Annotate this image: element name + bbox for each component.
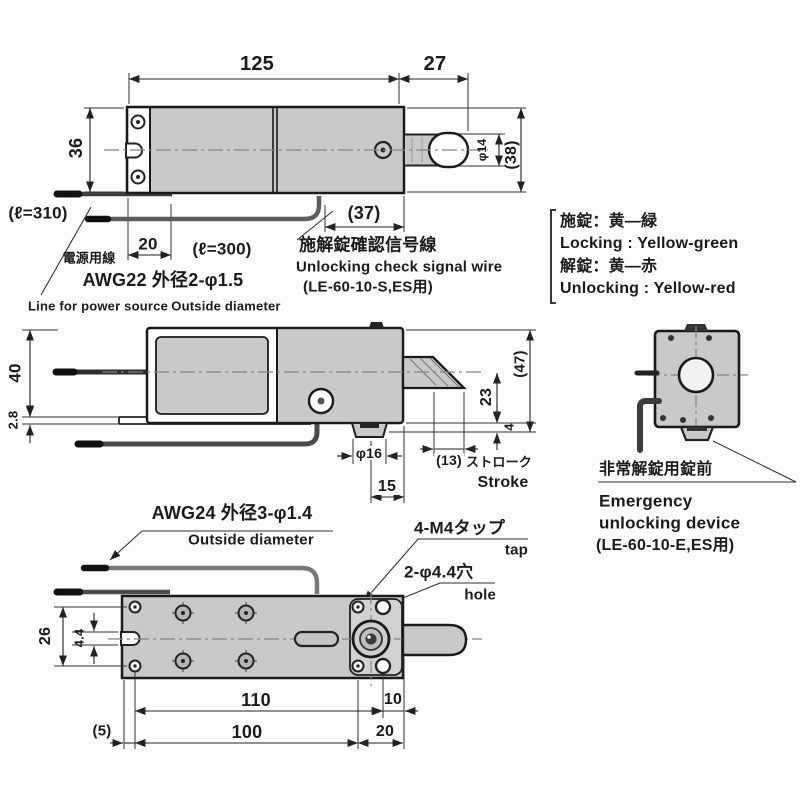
signal-wire-label-en: Unlocking check signal wire bbox=[296, 258, 503, 276]
legend-locking-jp: 施錠：黄—緑 bbox=[560, 213, 658, 230]
outside-diameter-label-bottom: Outside diameter bbox=[188, 531, 314, 549]
hole-spec-label: 2-φ4.4穴 bbox=[404, 562, 474, 582]
dim-100: 100 bbox=[231, 722, 263, 742]
power-line-spec: AWG22 外径2-φ1.5 bbox=[82, 270, 244, 290]
dim-10: 10 bbox=[383, 691, 403, 708]
legend-locking-en: Locking : Yellow-green bbox=[560, 235, 739, 252]
power-line-label-en: Line for power source bbox=[27, 298, 169, 314]
dim-15: 15 bbox=[375, 478, 399, 495]
emergency-label-en2: unlocking device bbox=[599, 513, 741, 533]
outside-diameter-label-top: Outside diameter bbox=[171, 298, 281, 314]
dim-110: 110 bbox=[241, 690, 271, 710]
dim-4: 4 bbox=[501, 423, 517, 431]
dim-20: 20 bbox=[138, 234, 158, 254]
dim-phi16: φ16 bbox=[353, 445, 385, 461]
dim-37: (37) bbox=[345, 203, 383, 223]
dim-13-stroke: (13) bbox=[434, 452, 464, 468]
stroke-label-en: Stroke bbox=[477, 474, 529, 491]
dim-40: 40 bbox=[5, 363, 25, 383]
dim-125: 125 bbox=[240, 53, 274, 75]
emergency-label-jp: 非常解錠用錠前 bbox=[599, 461, 713, 478]
emergency-model: (LE-60-10-E,ES用) bbox=[596, 537, 735, 554]
dim-5: (5) bbox=[92, 722, 112, 740]
wire-length-310: (ℓ=310) bbox=[8, 203, 68, 223]
hole-label-en: hole bbox=[464, 586, 496, 604]
power-line-label-jp: 電源用線 bbox=[62, 250, 116, 266]
tap-spec-label: 4-M4タップ bbox=[414, 518, 506, 538]
legend-unlocking-jp: 解錠：黄—赤 bbox=[560, 258, 658, 275]
signal-wire-model: (LE-60-10-S,ES用) bbox=[303, 278, 433, 296]
signal-wire-label-jp: 施解錠確認信号線 bbox=[299, 235, 437, 255]
emergency-label-en1: Emergency bbox=[599, 491, 693, 511]
legend-unlocking-en: Unlocking : Yellow-red bbox=[560, 280, 736, 297]
signal-wire-spec-awg24: AWG24 外径3-φ1.4 bbox=[151, 503, 313, 523]
dim-20b: 20 bbox=[375, 723, 395, 740]
dim-47: (47) bbox=[511, 350, 529, 378]
dim-23: 23 bbox=[478, 387, 495, 407]
dim-38: (38) bbox=[503, 140, 520, 170]
dim-2-8: 2.8 bbox=[5, 410, 21, 430]
wire-length-300: (ℓ=300) bbox=[192, 239, 252, 259]
dim-phi14: φ14 bbox=[475, 138, 489, 162]
stroke-label-jp: ストローク bbox=[465, 454, 533, 470]
tap-label-en: tap bbox=[504, 541, 528, 559]
dim-26: 26 bbox=[37, 626, 54, 646]
dim-27: 27 bbox=[423, 53, 447, 75]
dim-36: 36 bbox=[66, 137, 86, 159]
dim-4-4: 4.4 bbox=[71, 628, 87, 648]
